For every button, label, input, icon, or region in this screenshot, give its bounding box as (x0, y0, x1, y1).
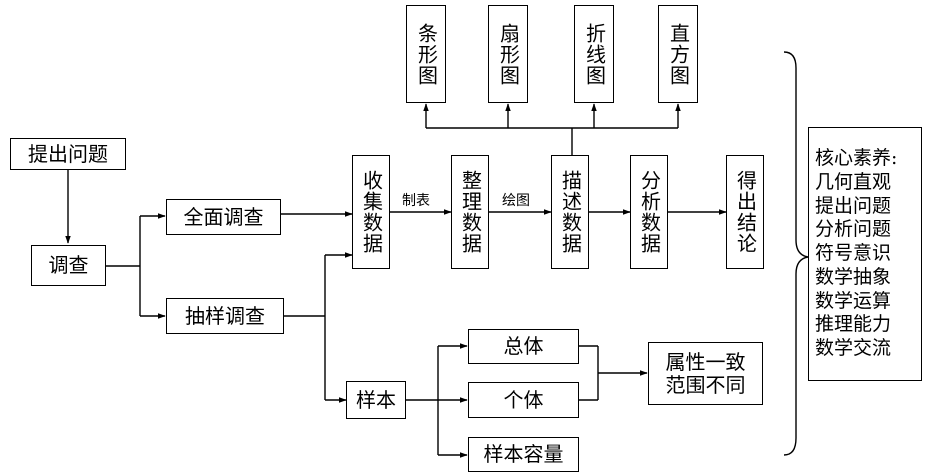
attribute-box: 属性一致 范围不同 (648, 342, 763, 405)
core-literacy-title: 核心素养: (815, 147, 898, 170)
core-literacy-item: 数学交流 (815, 337, 892, 360)
individual-box: 个体 (468, 382, 579, 418)
attribute-line-2: 范围不同 (665, 372, 746, 397)
curly-brace (783, 51, 809, 456)
analyze-data-box: 分析数据 (630, 155, 668, 269)
draw-conclusion-box: 得出结论 (726, 155, 764, 269)
core-literacy-item: 数学抽象 (815, 265, 892, 288)
core-literacy-item: 分析问题 (815, 218, 892, 241)
line-chart-box: 折线图 (574, 5, 614, 103)
collect-data-box: 收集数据 (352, 155, 390, 269)
sample-box: 样本 (346, 381, 406, 419)
survey-box: 调查 (31, 245, 106, 286)
describe-data-box: 描述数据 (551, 155, 589, 269)
propose-question-box: 提出问题 (10, 138, 126, 170)
core-literacy-item: 提出问题 (815, 194, 892, 217)
core-literacy-item: 符号意识 (815, 242, 892, 265)
histogram-box: 直方图 (658, 5, 698, 103)
bar-chart-box: 条形图 (406, 5, 446, 103)
plot-label: 绘图 (502, 193, 530, 209)
pie-chart-box: 扇形图 (488, 5, 528, 103)
tabulate-label: 制表 (402, 193, 430, 209)
core-literacy-item: 数学运算 (815, 289, 892, 312)
sample-survey-box: 抽样调查 (166, 298, 284, 334)
attribute-line-1: 属性一致 (665, 349, 746, 374)
organize-data-box: 整理数据 (451, 155, 489, 269)
full-survey-box: 全面调查 (166, 199, 281, 235)
population-box: 总体 (468, 329, 579, 364)
core-literacy-box: 核心素养: 几何直观 提出问题 分析问题 符号意识 数学抽象 数学运算 推理能力… (808, 127, 922, 381)
core-literacy-item: 推理能力 (815, 313, 892, 336)
core-literacy-item: 几何直观 (815, 170, 892, 193)
sample-size-box: 样本容量 (468, 437, 579, 472)
